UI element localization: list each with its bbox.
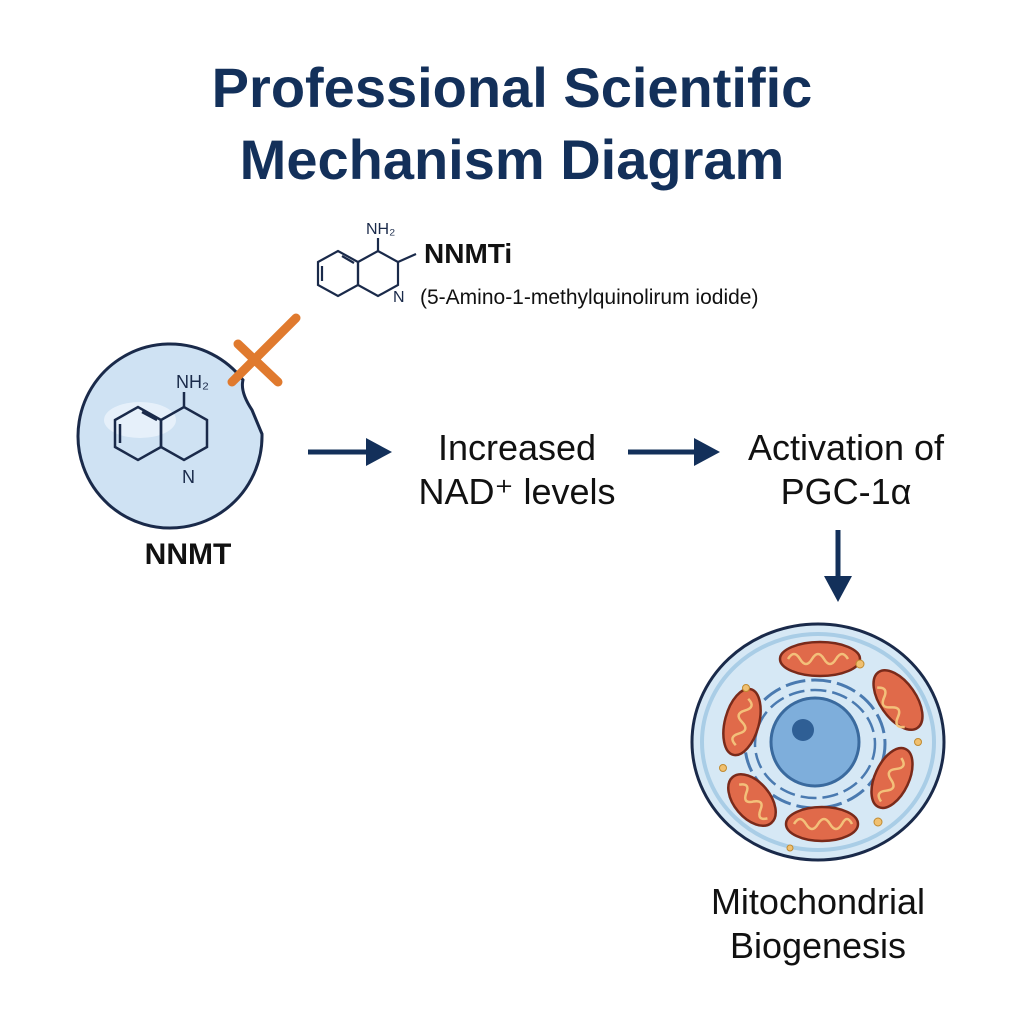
diagram-title: Professional Scientific Mechanism Diagra…	[0, 52, 1024, 196]
outcome-line-2: Biogenesis	[729, 925, 907, 966]
step-nad-line-1: Increased	[437, 427, 597, 468]
enzyme-label: NNMT	[144, 538, 232, 571]
title-line-1: Professional Scientific	[211, 56, 813, 119]
inhibitor-amine-label: NH₂	[366, 221, 395, 238]
step-nad-line-2: NAD⁺ levels	[418, 471, 616, 512]
mitochondrion	[722, 687, 762, 757]
step-pgc-line-1: Activation of	[747, 427, 945, 468]
inhibitor-ring-atom: N	[393, 289, 405, 306]
arrow-pgc-to-cell	[824, 530, 852, 602]
enzyme-ring-atom: N	[182, 467, 195, 487]
arrow-enzyme-to-nad	[308, 438, 392, 466]
mitochondrion	[778, 640, 862, 678]
inhibitor-name: NNMTi	[424, 238, 513, 269]
inhibition-cross-icon	[227, 313, 301, 387]
inhibitor-molecule: NH₂ N	[316, 221, 417, 306]
mitochondrion	[784, 805, 860, 843]
outcome-label: Mitochondrial Biogenesis	[680, 880, 956, 968]
step-pgc-activation: Activation of PGC-1α	[728, 426, 964, 514]
mitochondrion	[872, 669, 924, 731]
title-line-2: Mechanism Diagram	[239, 128, 785, 191]
mitochondrion	[870, 746, 914, 810]
arrow-nad-to-pgc	[628, 438, 720, 466]
inhibitor-full-name: (5-Amino-1-methylquinolirum iodide)	[420, 286, 759, 309]
outcome-line-1: Mitochondrial	[710, 881, 926, 922]
mitochondrion	[727, 773, 777, 827]
step-nad-levels: Increased NAD⁺ levels	[404, 426, 630, 514]
enzyme-amine-label: NH₂	[176, 372, 209, 392]
nnmt-enzyme: NH₂ N	[76, 342, 264, 530]
step-pgc-line-2: PGC-1α	[780, 471, 912, 512]
cell-illustration	[690, 622, 946, 862]
